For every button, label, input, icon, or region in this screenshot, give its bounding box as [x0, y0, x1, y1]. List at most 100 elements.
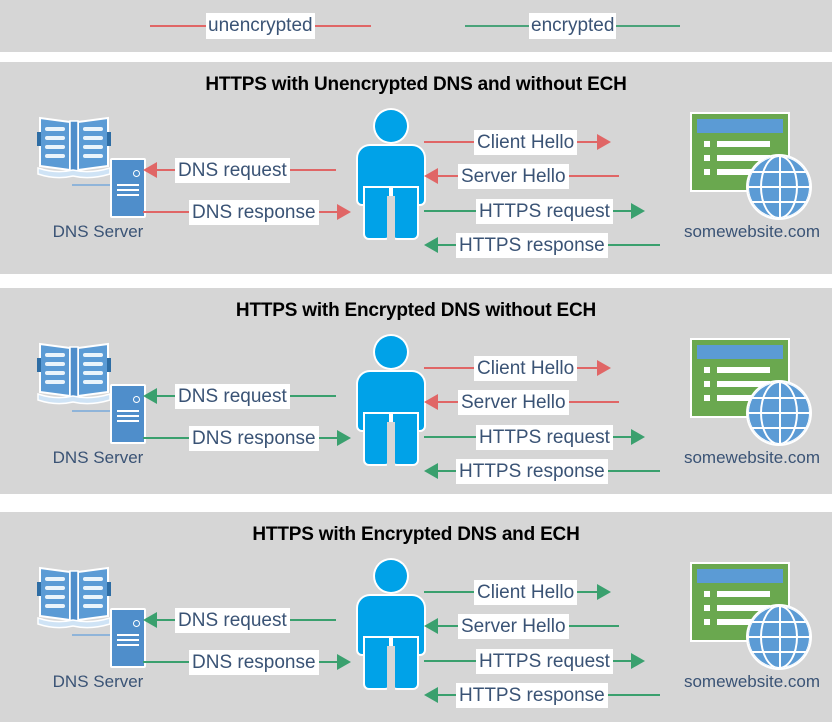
arrowhead-left — [424, 394, 438, 410]
user-head — [375, 110, 407, 142]
gear-icon — [133, 396, 140, 403]
dns-wire — [72, 634, 112, 636]
user-head — [375, 560, 407, 592]
arrowhead-left — [424, 687, 438, 703]
flow-line — [577, 591, 598, 593]
user-head — [375, 336, 407, 368]
flow-left-1: DNS response — [143, 649, 358, 675]
arrowhead-left — [424, 168, 438, 184]
flow-label: DNS request — [175, 607, 290, 633]
flow-label: DNS response — [189, 199, 319, 225]
user-legL — [365, 638, 389, 688]
flow-right-0: Client Hello — [424, 129, 676, 155]
window-titlebar — [697, 345, 783, 359]
flow-line — [612, 436, 631, 438]
flow-label: DNS request — [175, 157, 290, 183]
flow-right-3: HTTPS response — [424, 682, 676, 708]
flow-left-1: DNS response — [143, 199, 358, 225]
dns-server-tower-icon — [110, 158, 146, 218]
dns-server-group: DNS Server — [28, 560, 178, 710]
flow-line — [612, 210, 631, 212]
arrowhead-right — [336, 654, 351, 670]
flow-label: HTTPS request — [476, 648, 613, 674]
user-icon — [358, 336, 424, 466]
arrowhead-right — [630, 429, 645, 445]
flow-left-0: DNS request — [143, 383, 358, 409]
dns-server-label: DNS Server — [52, 672, 144, 691]
arrowhead-right — [630, 653, 645, 669]
arrowhead-right — [597, 134, 612, 150]
flow-right-0: Client Hello — [424, 579, 676, 605]
flow-right-0: Client Hello — [424, 355, 676, 381]
flow-line — [289, 169, 336, 171]
server-stripes — [117, 410, 139, 428]
dns-server-group: DNS Server — [28, 336, 178, 486]
flow-line — [424, 436, 476, 438]
user-legR — [393, 188, 417, 238]
flow-line — [438, 175, 458, 177]
flow-line — [424, 367, 474, 369]
user-gap — [387, 196, 395, 240]
website-label: somewebsite.com — [683, 448, 821, 467]
window-list — [704, 141, 770, 183]
user-legL — [365, 188, 389, 238]
flow-label: Client Hello — [474, 579, 578, 605]
dns-wire — [72, 184, 112, 186]
flow-right-2: HTTPS request — [424, 424, 676, 450]
flow-left-0: DNS request — [143, 157, 358, 183]
flow-line — [612, 660, 631, 662]
arrowhead-right — [597, 360, 612, 376]
flow-label: Server Hello — [458, 163, 569, 189]
window-titlebar — [697, 569, 783, 583]
arrowhead-left — [143, 612, 157, 628]
flow-line — [577, 367, 598, 369]
flow-line — [318, 661, 337, 663]
flow-line — [318, 211, 337, 213]
flow-line — [289, 619, 336, 621]
user-icon — [358, 110, 424, 240]
flow-line — [438, 470, 456, 472]
address-book-icon — [36, 338, 112, 410]
flow-left-1: DNS response — [143, 425, 358, 451]
flow-line — [424, 660, 476, 662]
flow-right-1: Server Hello — [424, 613, 676, 639]
panel-encrypted-dns-no-ech: HTTPS with Encrypted DNS without ECH DNS … — [0, 288, 832, 494]
flow-line — [143, 661, 189, 663]
website-group: somewebsite.com — [672, 110, 832, 260]
arrowhead-left — [143, 162, 157, 178]
user-legR — [393, 638, 417, 688]
panel-title: HTTPS with Encrypted DNS without ECH — [235, 300, 597, 321]
legend-line-left — [465, 25, 529, 27]
arrowhead-right — [336, 204, 351, 220]
dns-server-label: DNS Server — [52, 448, 144, 467]
website-label: somewebsite.com — [683, 672, 821, 691]
dns-server-tower-icon — [110, 384, 146, 444]
address-book-icon — [36, 112, 112, 184]
panel-unencrypted-dns-no-ech: HTTPS with Unencrypted DNS and without E… — [0, 62, 832, 274]
legend-label: encrypted — [529, 13, 617, 39]
user-icon — [358, 560, 424, 690]
address-book-icon — [36, 562, 112, 634]
arrowhead-left — [424, 618, 438, 634]
panel-title: HTTPS with Unencrypted DNS and without E… — [205, 74, 627, 95]
flow-line — [438, 694, 456, 696]
dns-server-group: DNS Server — [28, 110, 178, 260]
flow-line — [143, 437, 189, 439]
website-label: somewebsite.com — [683, 222, 821, 241]
legend-label: unencrypted — [206, 13, 315, 39]
flow-line — [607, 244, 660, 246]
flow-label: Client Hello — [474, 355, 578, 381]
legend-line-right — [616, 25, 681, 27]
flow-label: DNS request — [175, 383, 290, 409]
flow-line — [157, 169, 175, 171]
flow-label: Server Hello — [458, 613, 569, 639]
arrowhead-left — [424, 463, 438, 479]
flow-left-0: DNS request — [143, 607, 358, 633]
flow-right-1: Server Hello — [424, 163, 676, 189]
flow-line — [438, 625, 458, 627]
globe-icon — [748, 606, 810, 668]
flow-line — [143, 211, 189, 213]
flow-line — [577, 141, 598, 143]
server-stripes — [117, 184, 139, 202]
